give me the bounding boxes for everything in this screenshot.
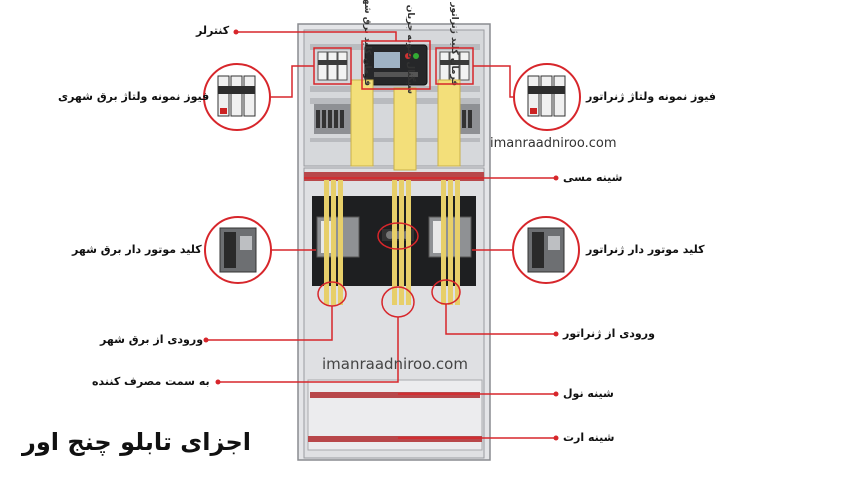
- callout-generator-fuse: [513, 63, 581, 131]
- strip-label-current: سیگنال نمونه جریان: [405, 5, 417, 94]
- label-copper-busbar: شینه مسی: [563, 171, 623, 184]
- watermark-center: imanraadniroo.com: [322, 355, 468, 373]
- callout-city-breaker: [204, 216, 272, 284]
- city-fuse-block: [317, 51, 348, 81]
- label-generator-input: ورودی از ژنراتور: [563, 327, 655, 340]
- page-title: اجزای تابلو چنج اور: [22, 428, 251, 456]
- callout-city-fuse: [203, 63, 271, 131]
- copper-busbar: [304, 172, 484, 181]
- label-neutral-bar: شینه نول: [563, 387, 614, 400]
- controller-unit: [364, 44, 428, 86]
- callout-generator-breaker: [512, 216, 580, 284]
- label-generator-breaker: کلید موتور دار ژنراتور: [586, 243, 705, 256]
- earth-busbar: [308, 436, 482, 442]
- highlight-marks: [313, 40, 474, 318]
- leader-lines: [206, 31, 556, 439]
- cabinet: فرمان کلید برق شهر سیگنال نمونه جریان فر…: [297, 0, 491, 461]
- label-earth-bar: شینه ارت: [563, 431, 615, 444]
- strip-label-generator: فرمان کلید ژنراتور: [449, 1, 459, 86]
- wiring-ribbons: فرمان کلید برق شهر سیگنال نمونه جریان فر…: [350, 0, 461, 171]
- vertical-conductors: [324, 180, 460, 305]
- neutral-busbar: [310, 392, 480, 398]
- label-city-fuse: فیوز نمونه ولتاژ برق شهری: [58, 90, 210, 103]
- label-city-breaker: کلید موتور دار برق شهر: [72, 243, 202, 256]
- label-city-input: ورودی از برق شهر: [100, 333, 204, 346]
- watermark-top: imanraadniroo.com: [490, 136, 617, 151]
- label-generator-fuse: فیوز نمونه ولتاژ ژنراتور: [586, 90, 716, 103]
- strip-label-city: فرمان کلید برق شهر: [362, 0, 372, 86]
- label-controller: کنترلر: [196, 24, 230, 37]
- leader-dots: [203, 29, 559, 441]
- label-to-consumer: به سمت مصرف کننده: [92, 375, 210, 388]
